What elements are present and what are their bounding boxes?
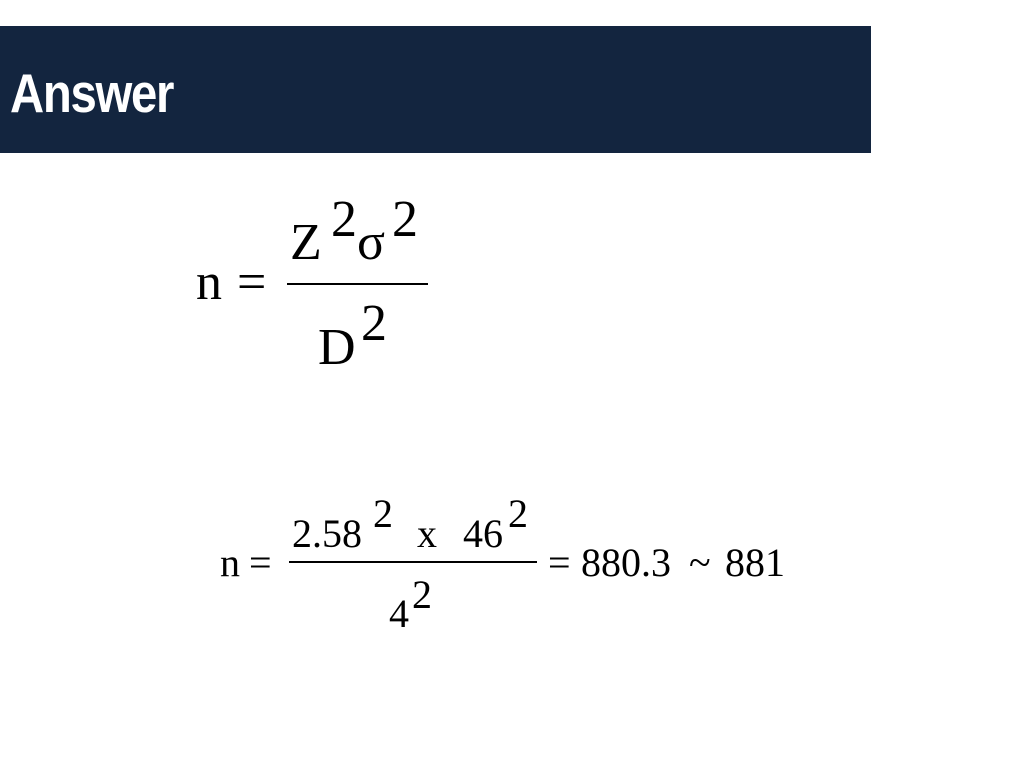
slide-title: Answer (10, 62, 174, 124)
calculation-z-value: 2.58 (292, 511, 362, 556)
formula-fraction-bar (287, 283, 428, 285)
formula-denominator-d-exponent: 2 (361, 295, 387, 352)
formula-numerator-z-exponent: 2 (331, 191, 357, 248)
calculation-result-equals: = (548, 540, 571, 585)
calculation-result: 880.3 (581, 540, 671, 585)
formula-equals: = (237, 254, 267, 311)
calculation-denominator-value: 4 (389, 591, 409, 636)
calculation-sigma-exponent: 2 (508, 491, 528, 536)
calculation-denominator-exponent: 2 (412, 572, 432, 617)
calculation-approx: ~ (689, 540, 711, 585)
formula-numerator-sigma: σ (357, 214, 386, 271)
formula-numerator-sigma-exponent: 2 (392, 191, 418, 248)
calculation-fraction-bar (289, 561, 537, 563)
calculation-times: x (417, 511, 437, 556)
calculation-rounded: 881 (725, 540, 785, 585)
calculation-equals: = (249, 540, 272, 585)
calculation-lhs: n (220, 540, 240, 585)
formula-lhs: n (196, 254, 222, 311)
formula-numerator-z: Z (290, 214, 322, 271)
title-bar (0, 26, 871, 153)
calculation-z-exponent: 2 (373, 491, 393, 536)
formula-denominator-d: D (318, 319, 356, 376)
calculation-sigma-value: 46 (463, 511, 503, 556)
